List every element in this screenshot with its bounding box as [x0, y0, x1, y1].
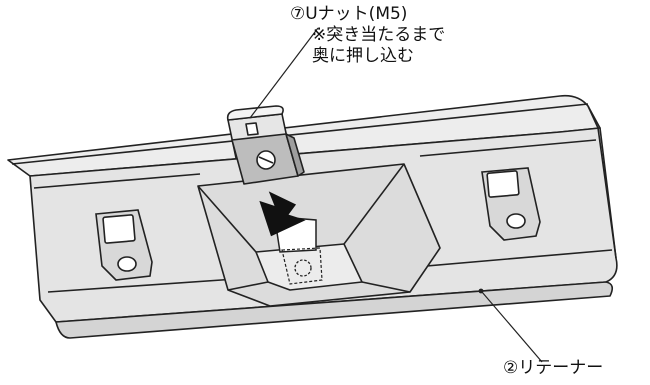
center-pocket — [197, 163, 441, 307]
u-nut-part — [226, 105, 305, 185]
ridge-line-mid-right — [419, 139, 597, 157]
pocket-bevel-left — [197, 185, 257, 253]
pocket-bevel-bottom-left — [227, 281, 269, 291]
retainer-bottom-bend — [55, 281, 614, 339]
u-nut-label: ⑦Uナット(M5) — [290, 4, 408, 24]
left-slot-window — [102, 214, 136, 244]
u-nut-screw-slot — [258, 156, 274, 164]
retainer-label: ②リテーナー — [503, 358, 604, 378]
u-nut-note-line-1: ※突き当たるまで — [312, 25, 446, 45]
ridge-line-upper — [11, 103, 589, 165]
left-slot — [95, 209, 153, 281]
ridge-line-mid — [33, 173, 201, 189]
ridge-line-low — [47, 277, 251, 293]
nut-target-bolt-hole — [294, 259, 312, 277]
nut-target-dashed-outline — [281, 247, 323, 285]
left-slot-hole — [117, 256, 137, 272]
u-nut-side — [285, 133, 305, 177]
pocket-inner-floor — [255, 243, 363, 291]
right-slot-window — [486, 170, 520, 198]
retainer-leader-line — [481, 291, 543, 363]
right-slot — [481, 167, 541, 241]
u-nut-top-fold — [226, 105, 284, 121]
retainer-right-fold — [587, 105, 617, 259]
right-slot-hole — [506, 213, 526, 229]
u-nut-callout: ⑦Uナット(M5) ※突き当たるまで 奥に押し込む — [290, 4, 445, 67]
pocket-bevel-right — [343, 163, 405, 245]
insert-arrow — [259, 191, 306, 237]
pocket-bevel-bottom-right — [361, 281, 411, 293]
nut-leader-line — [249, 27, 319, 119]
retainer-leader-dot — [478, 288, 484, 294]
u-nut-slot — [245, 122, 259, 136]
u-nut-note-line-2: 奥に押し込む — [312, 46, 414, 66]
